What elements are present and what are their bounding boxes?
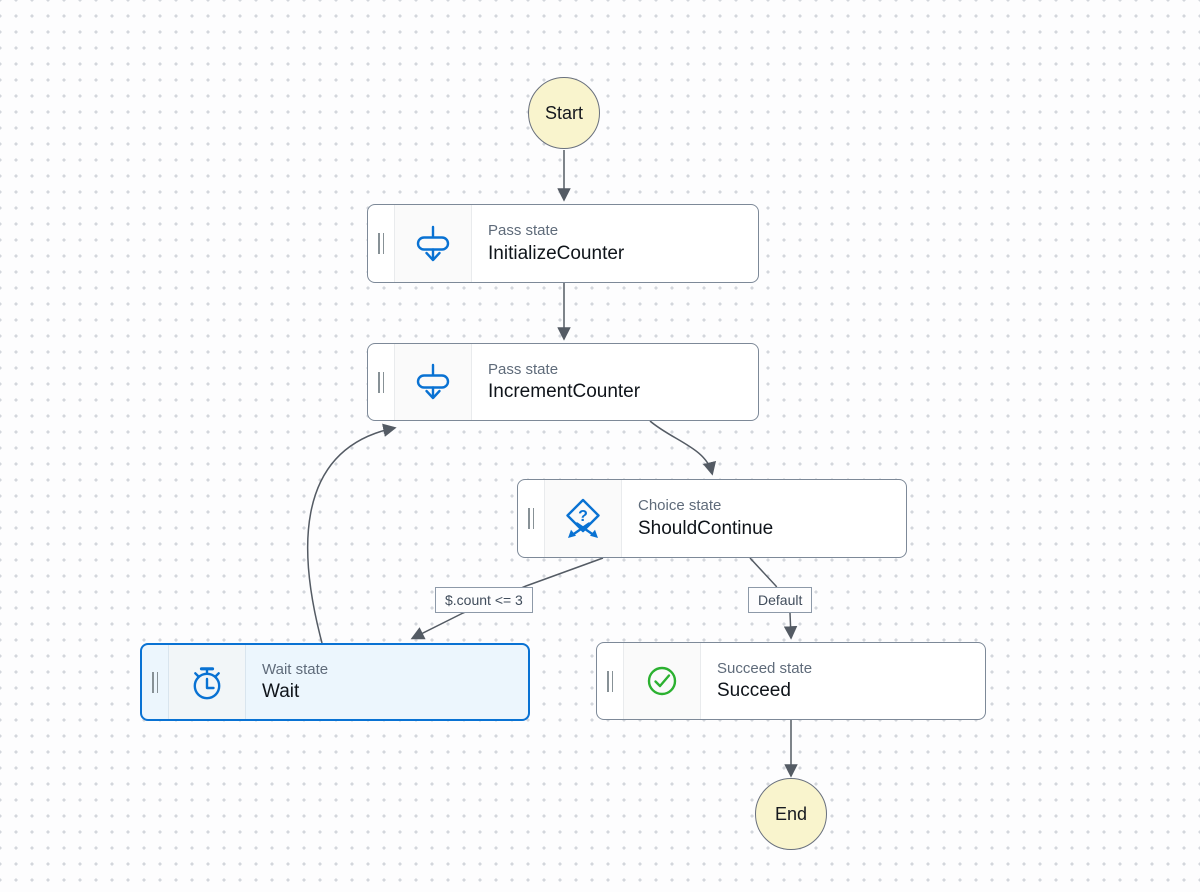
end-label: End xyxy=(774,803,808,824)
edge-default-label: Default xyxy=(748,587,813,613)
choice-icon: ? xyxy=(545,480,622,557)
pass-icon xyxy=(395,344,472,420)
succeed-icon xyxy=(624,643,701,719)
state-type-label: Pass state xyxy=(488,360,559,378)
choice-question-glyph: ? xyxy=(578,508,588,525)
state-node-succeed[interactable]: Succeed state Succeed xyxy=(596,642,986,720)
drag-handle[interactable] xyxy=(518,480,545,557)
state-name: Wait xyxy=(262,681,300,703)
wait-icon xyxy=(169,645,246,719)
state-name: ShouldContinue xyxy=(638,517,774,539)
edge-incrementcounter-to-shouldcontinue xyxy=(649,420,717,476)
edge-condition-label: $.count <= 3 xyxy=(435,587,533,613)
state-name: Succeed xyxy=(717,680,791,702)
state-node-shouldcontinue[interactable]: ? Choice state ShouldContinue xyxy=(517,479,907,558)
drag-handle[interactable] xyxy=(368,205,395,282)
state-type-label: Pass state xyxy=(488,222,559,240)
state-node-wait[interactable]: Wait state Wait xyxy=(140,643,530,721)
end-node: End xyxy=(755,778,827,850)
edge-wait-to-incrementcounter xyxy=(307,423,397,644)
state-node-incrementcounter[interactable]: Pass state IncrementCounter xyxy=(367,343,759,421)
state-name: IncrementCounter xyxy=(488,381,641,403)
state-type-label: Wait state xyxy=(262,660,329,678)
pass-icon xyxy=(395,205,472,282)
state-node-initializecounter[interactable]: Pass state InitializeCounter xyxy=(367,204,759,283)
state-name: InitializeCounter xyxy=(488,242,625,264)
drag-handle[interactable] xyxy=(368,344,395,420)
start-node: Start xyxy=(528,77,600,149)
state-type-label: Choice state xyxy=(638,497,722,515)
state-type-label: Succeed state xyxy=(717,659,813,677)
start-label: Start xyxy=(544,102,583,123)
drag-handle[interactable] xyxy=(142,645,169,719)
drag-handle[interactable] xyxy=(597,643,624,719)
